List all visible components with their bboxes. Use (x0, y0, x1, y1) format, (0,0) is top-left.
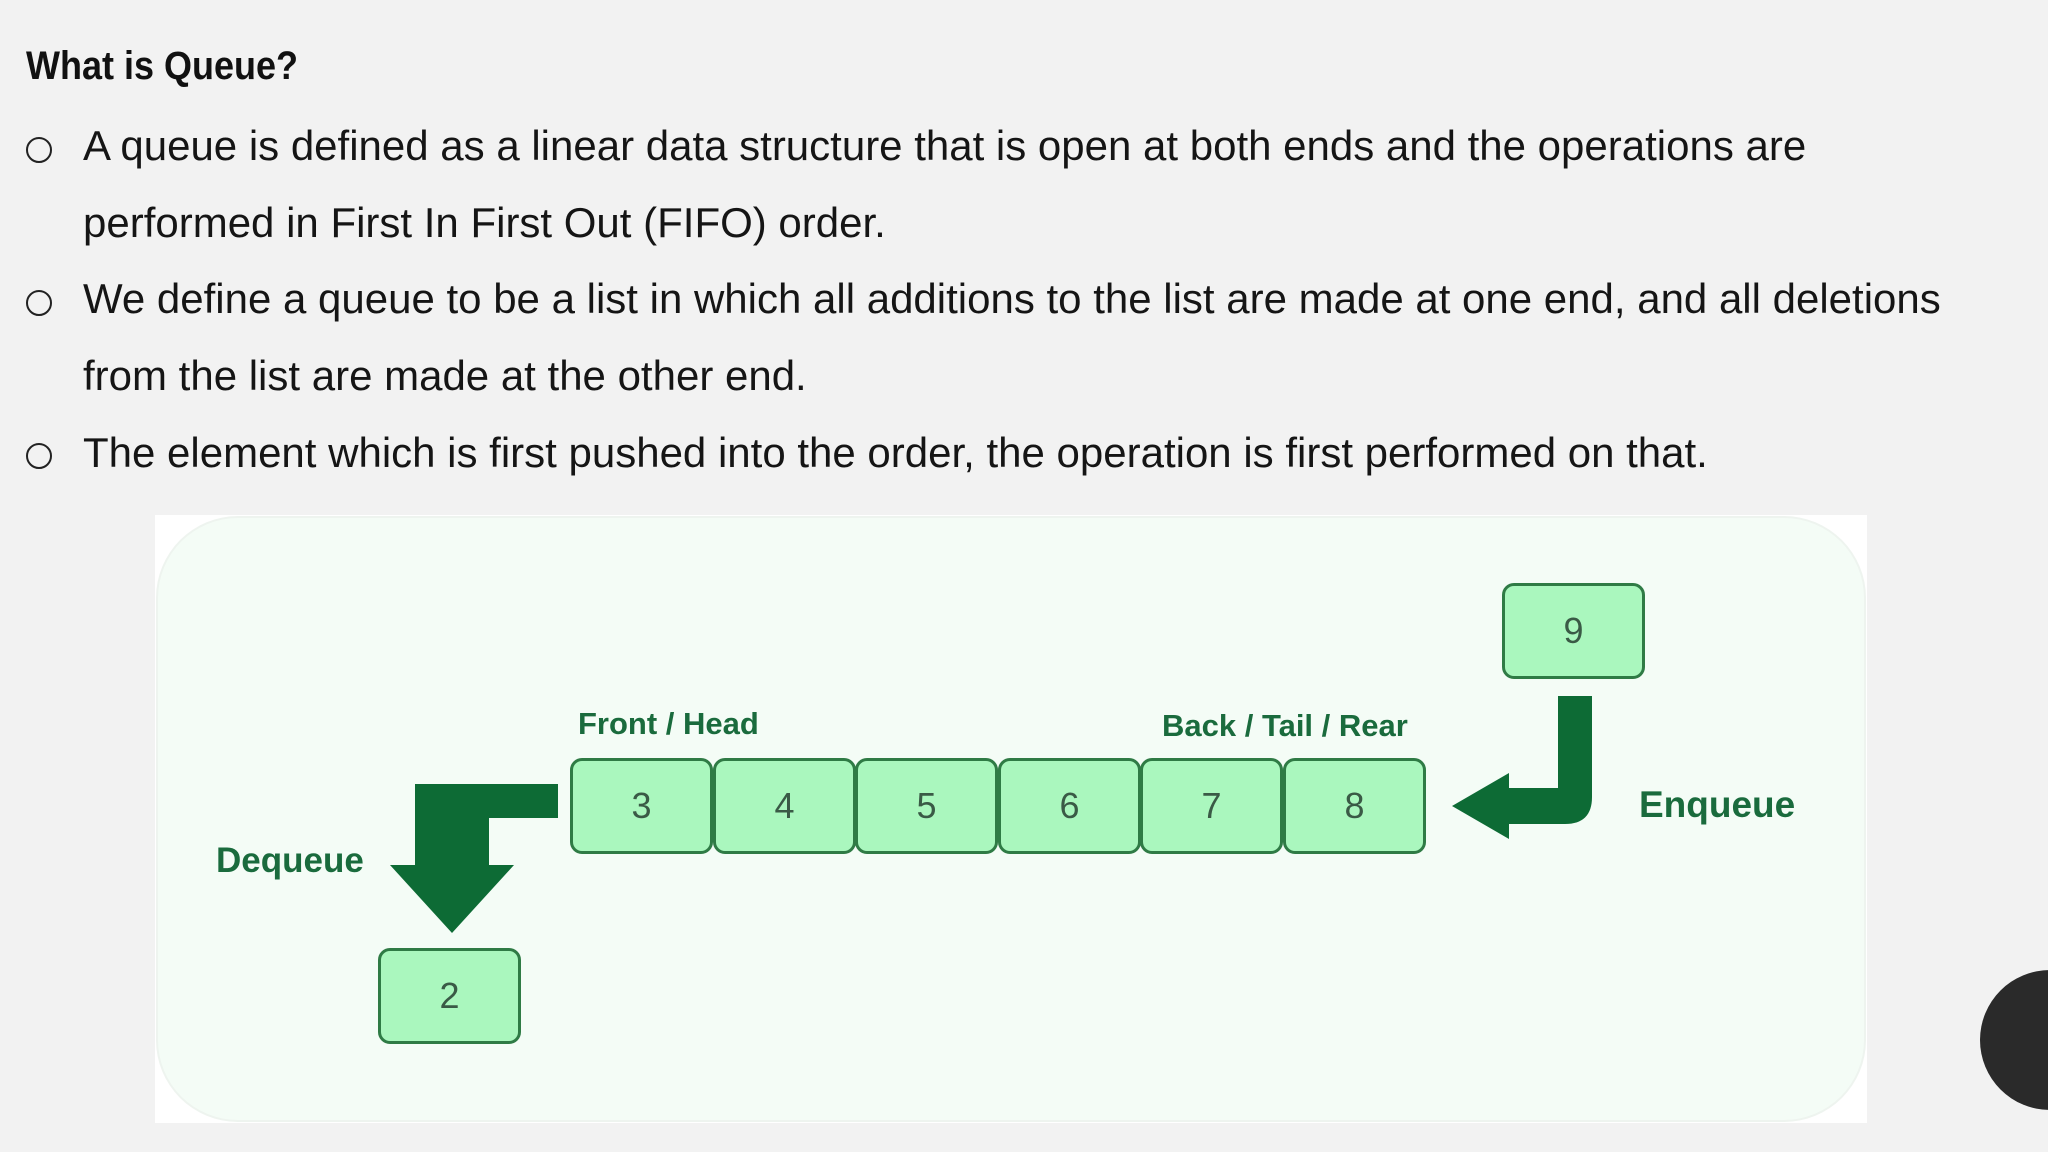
bullet-circle-icon (26, 137, 52, 163)
dequeued-item-cell: 2 (378, 948, 521, 1044)
bullet-1-line-1: A queue is defined as a linear data stru… (83, 122, 1807, 169)
queue-cell: 4 (713, 758, 856, 854)
queue-cell: 6 (998, 758, 1141, 854)
back-tail-rear-label: Back / Tail / Rear (1162, 708, 1408, 743)
slide-title: What is Queue? (26, 44, 299, 88)
dequeue-arrow-icon (390, 784, 558, 933)
bullet-1-line-2: performed in First In First Out (FIFO) o… (83, 199, 886, 246)
bullet-2-line-1: We define a queue to be a list in which … (83, 275, 1941, 322)
bullet-circle-icon (26, 290, 52, 316)
incoming-item-cell: 9 (1502, 583, 1645, 679)
queue-diagram: Front / Head Back / Tail / Rear Dequeue … (155, 515, 1867, 1123)
bullet-3-line-1: The element which is first pushed into t… (83, 429, 1708, 476)
enqueue-label: Enqueue (1639, 784, 1796, 825)
bullet-circle-icon (26, 443, 52, 469)
decorative-corner-circle (1980, 970, 2048, 1110)
enqueue-arrow-icon (1452, 696, 1592, 839)
front-head-label: Front / Head (578, 706, 759, 741)
queue-cell: 8 (1283, 758, 1426, 854)
queue-cell: 3 (570, 758, 713, 854)
bullet-2-line-2: from the list are made at the other end. (83, 352, 807, 399)
queue-diagram-panel: Front / Head Back / Tail / Rear Dequeue … (158, 518, 1864, 1120)
queue-cell: 5 (855, 758, 998, 854)
dequeue-label: Dequeue (216, 841, 364, 880)
queue-cell: 7 (1140, 758, 1283, 854)
